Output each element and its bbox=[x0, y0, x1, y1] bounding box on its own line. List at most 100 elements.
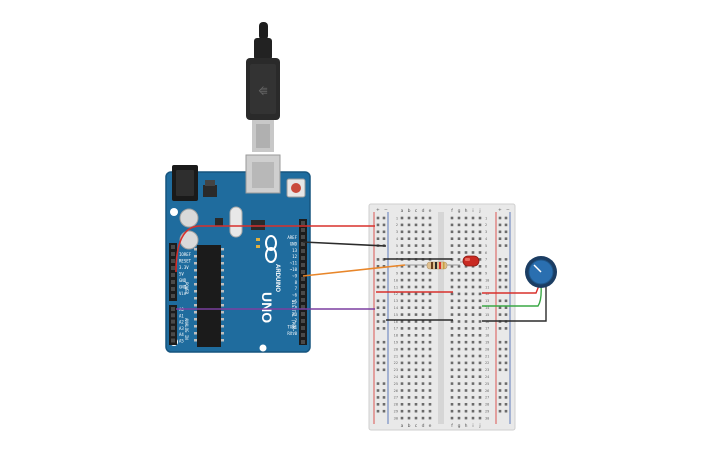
rail-hole[interactable] bbox=[498, 285, 502, 289]
header-hole[interactable] bbox=[301, 228, 305, 232]
breadboard-hole[interactable] bbox=[478, 320, 482, 323]
breadboard-hole[interactable] bbox=[428, 216, 432, 220]
breadboard-hole[interactable] bbox=[400, 396, 404, 399]
breadboard-hole[interactable] bbox=[400, 416, 404, 420]
breadboard-hole[interactable] bbox=[407, 278, 411, 282]
breadboard-hole[interactable] bbox=[400, 244, 404, 247]
breadboard-hole[interactable] bbox=[407, 396, 411, 399]
breadboard-hole[interactable] bbox=[471, 375, 475, 378]
breadboard-hole[interactable] bbox=[471, 340, 475, 344]
rail-hole[interactable] bbox=[382, 347, 386, 351]
rail-hole[interactable] bbox=[504, 382, 508, 385]
breadboard-hole[interactable] bbox=[450, 396, 454, 399]
breadboard-hole[interactable] bbox=[407, 416, 411, 420]
rail-hole[interactable] bbox=[382, 354, 386, 358]
rail-hole[interactable] bbox=[382, 389, 386, 392]
breadboard-hole[interactable] bbox=[400, 265, 404, 268]
breadboard-hole[interactable] bbox=[478, 237, 482, 240]
breadboard-hole[interactable] bbox=[464, 354, 468, 358]
breadboard-hole[interactable] bbox=[414, 237, 418, 240]
rail-hole[interactable] bbox=[504, 409, 508, 413]
rail-hole[interactable] bbox=[382, 340, 386, 344]
rail-hole[interactable] bbox=[498, 368, 502, 372]
breadboard-hole[interactable] bbox=[400, 403, 404, 406]
breadboard-hole[interactable] bbox=[407, 237, 411, 240]
breadboard-hole[interactable] bbox=[414, 320, 418, 323]
led[interactable] bbox=[460, 255, 480, 267]
breadboard-hole[interactable] bbox=[464, 313, 468, 316]
rail-hole[interactable] bbox=[376, 340, 380, 344]
breadboard-hole[interactable] bbox=[478, 375, 482, 378]
rail-hole[interactable] bbox=[382, 382, 386, 385]
breadboard-hole[interactable] bbox=[428, 306, 432, 309]
rail-hole[interactable] bbox=[382, 403, 386, 406]
breadboard-hole[interactable] bbox=[478, 313, 482, 316]
breadboard-hole[interactable] bbox=[450, 340, 454, 344]
breadboard-hole[interactable] bbox=[478, 285, 482, 289]
header-hole[interactable] bbox=[171, 245, 175, 249]
breadboard-hole[interactable] bbox=[478, 292, 482, 296]
breadboard-hole[interactable] bbox=[471, 299, 475, 303]
breadboard-hole[interactable] bbox=[471, 271, 475, 275]
breadboard-hole[interactable] bbox=[428, 313, 432, 316]
rail-hole[interactable] bbox=[498, 354, 502, 358]
breadboard-hole[interactable] bbox=[471, 285, 475, 289]
breadboard-hole[interactable] bbox=[400, 285, 404, 289]
rail-hole[interactable] bbox=[376, 320, 380, 323]
breadboard-hole[interactable] bbox=[400, 313, 404, 316]
rail-hole[interactable] bbox=[498, 299, 502, 303]
rail-hole[interactable] bbox=[376, 230, 380, 234]
rail-hole[interactable] bbox=[498, 347, 502, 351]
breadboard-hole[interactable] bbox=[478, 230, 482, 234]
breadboard-hole[interactable] bbox=[478, 396, 482, 399]
breadboard-hole[interactable] bbox=[414, 299, 418, 303]
breadboard-hole[interactable] bbox=[478, 382, 482, 385]
rail-hole[interactable] bbox=[504, 396, 508, 399]
breadboard-hole[interactable] bbox=[464, 271, 468, 275]
usb-cable[interactable]: ⭅ bbox=[246, 22, 280, 152]
breadboard-hole[interactable] bbox=[414, 327, 418, 330]
breadboard-hole[interactable] bbox=[414, 244, 418, 247]
breadboard-hole[interactable] bbox=[471, 223, 475, 227]
breadboard-hole[interactable] bbox=[450, 382, 454, 385]
breadboard-hole[interactable] bbox=[457, 416, 461, 420]
breadboard-hole[interactable] bbox=[421, 216, 425, 220]
breadboard-hole[interactable] bbox=[400, 334, 404, 337]
breadboard-hole[interactable] bbox=[464, 292, 468, 296]
breadboard-hole[interactable] bbox=[471, 251, 475, 254]
header-hole[interactable] bbox=[171, 307, 175, 311]
breadboard-hole[interactable] bbox=[421, 244, 425, 247]
rail-hole[interactable] bbox=[382, 368, 386, 372]
breadboard-hole[interactable] bbox=[464, 409, 468, 413]
rail-hole[interactable] bbox=[498, 389, 502, 392]
breadboard-hole[interactable] bbox=[400, 251, 404, 254]
breadboard-hole[interactable] bbox=[471, 334, 475, 337]
rail-hole[interactable] bbox=[376, 354, 380, 358]
breadboard-hole[interactable] bbox=[478, 347, 482, 351]
header-hole[interactable] bbox=[301, 263, 305, 267]
breadboard-hole[interactable] bbox=[464, 251, 468, 254]
breadboard-hole[interactable] bbox=[457, 278, 461, 282]
rail-hole[interactable] bbox=[504, 237, 508, 240]
header-hole[interactable] bbox=[301, 312, 305, 316]
breadboard-hole[interactable] bbox=[457, 258, 461, 261]
breadboard-hole[interactable] bbox=[450, 271, 454, 275]
breadboard-hole[interactable] bbox=[414, 347, 418, 351]
breadboard-hole[interactable] bbox=[421, 396, 425, 399]
rail-hole[interactable] bbox=[376, 237, 380, 240]
rail-hole[interactable] bbox=[382, 216, 386, 220]
rail-hole[interactable] bbox=[504, 265, 508, 268]
breadboard-hole[interactable] bbox=[471, 306, 475, 309]
wire-pot-black[interactable] bbox=[482, 286, 547, 322]
breadboard-hole[interactable] bbox=[464, 265, 468, 268]
wire-gnd-black[interactable] bbox=[302, 241, 387, 247]
breadboard-hole[interactable] bbox=[464, 340, 468, 344]
breadboard-hole[interactable] bbox=[414, 409, 418, 413]
breadboard-hole[interactable] bbox=[450, 285, 454, 289]
breadboard-hole[interactable] bbox=[400, 361, 404, 365]
breadboard-hole[interactable] bbox=[457, 347, 461, 351]
header-hole[interactable] bbox=[301, 221, 305, 225]
breadboard-hole[interactable] bbox=[478, 354, 482, 358]
breadboard-hole[interactable] bbox=[400, 382, 404, 385]
breadboard-hole[interactable] bbox=[400, 292, 404, 296]
